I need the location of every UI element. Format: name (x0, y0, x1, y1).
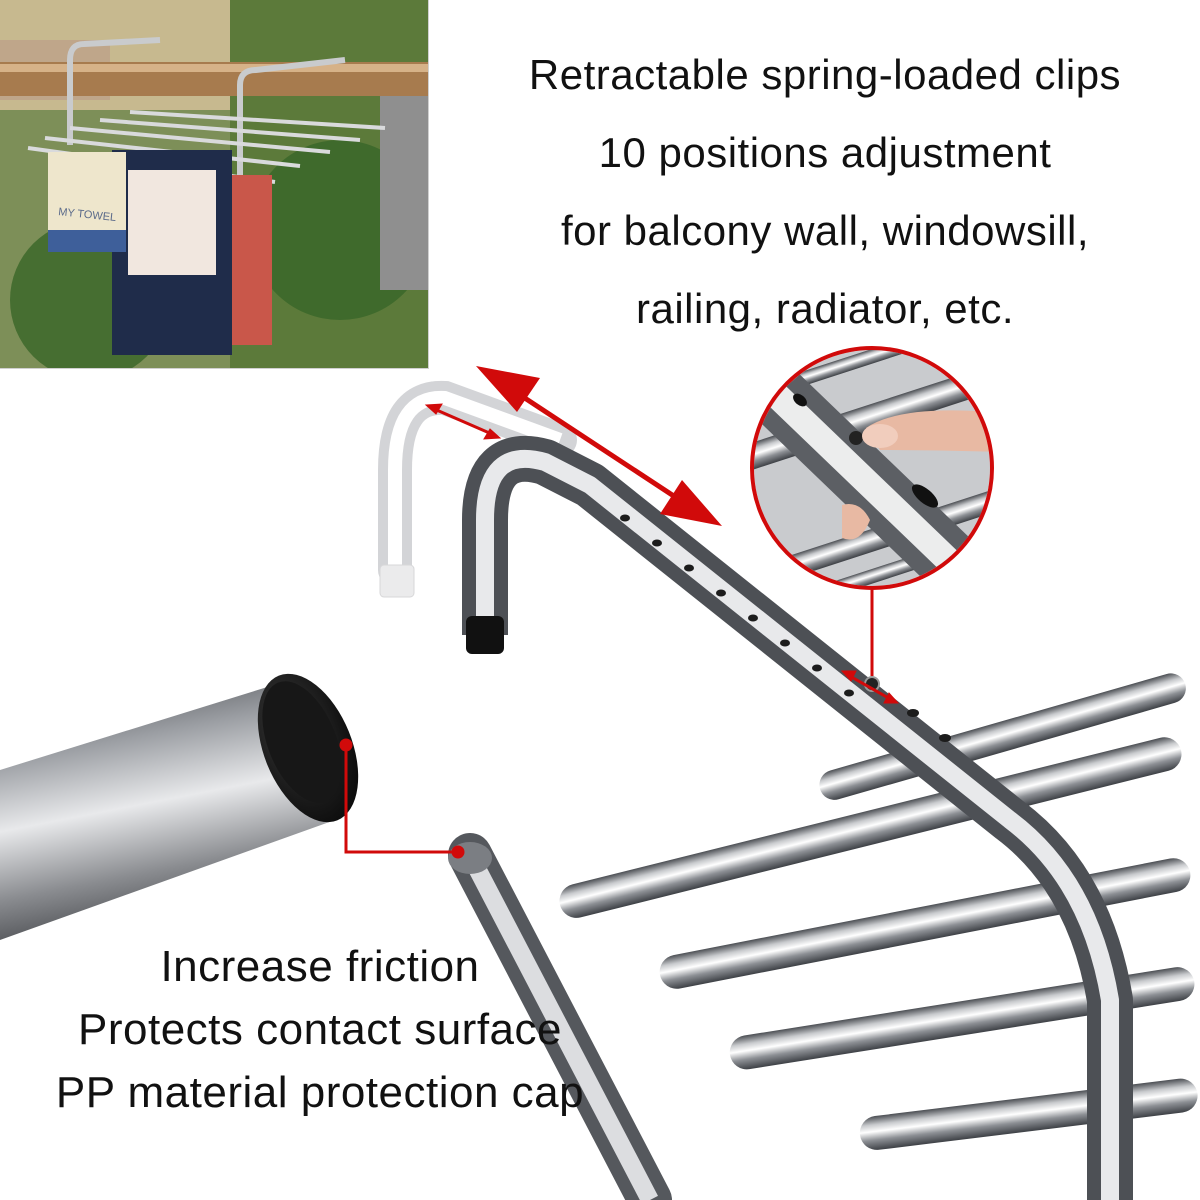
feature-line-2: 10 positions adjustment (598, 129, 1052, 176)
features-top: Retractable spring-loaded clips 10 posit… (455, 36, 1195, 348)
small-adjust-arrow (424, 403, 900, 704)
balcony-photo: MY TOWEL (0, 0, 429, 369)
protection-cap-tube (0, 673, 359, 940)
rack-side-bar (448, 833, 672, 1200)
feature-line-4: railing, radiator, etc. (635, 285, 1014, 332)
cap-feature-line-3: PP material protection cap (55, 1068, 585, 1117)
cap-feature-line-2: Protects contact surface (78, 1005, 562, 1054)
extend-arrow-icon (476, 366, 722, 526)
features-bottom: Increase friction Protects contact surfa… (10, 935, 630, 1124)
rack-bars (559, 673, 1198, 1150)
adjustable-hook (462, 435, 1133, 1200)
cap-feature-line-1: Increase friction (160, 942, 480, 991)
cap-callout-line (339, 738, 465, 859)
feature-line-3: for balcony wall, windowsill, (560, 207, 1090, 254)
zoom-detail-circle (750, 346, 994, 590)
ghost-hook (378, 380, 577, 598)
feature-line-1: Retractable spring-loaded clips (528, 51, 1122, 98)
